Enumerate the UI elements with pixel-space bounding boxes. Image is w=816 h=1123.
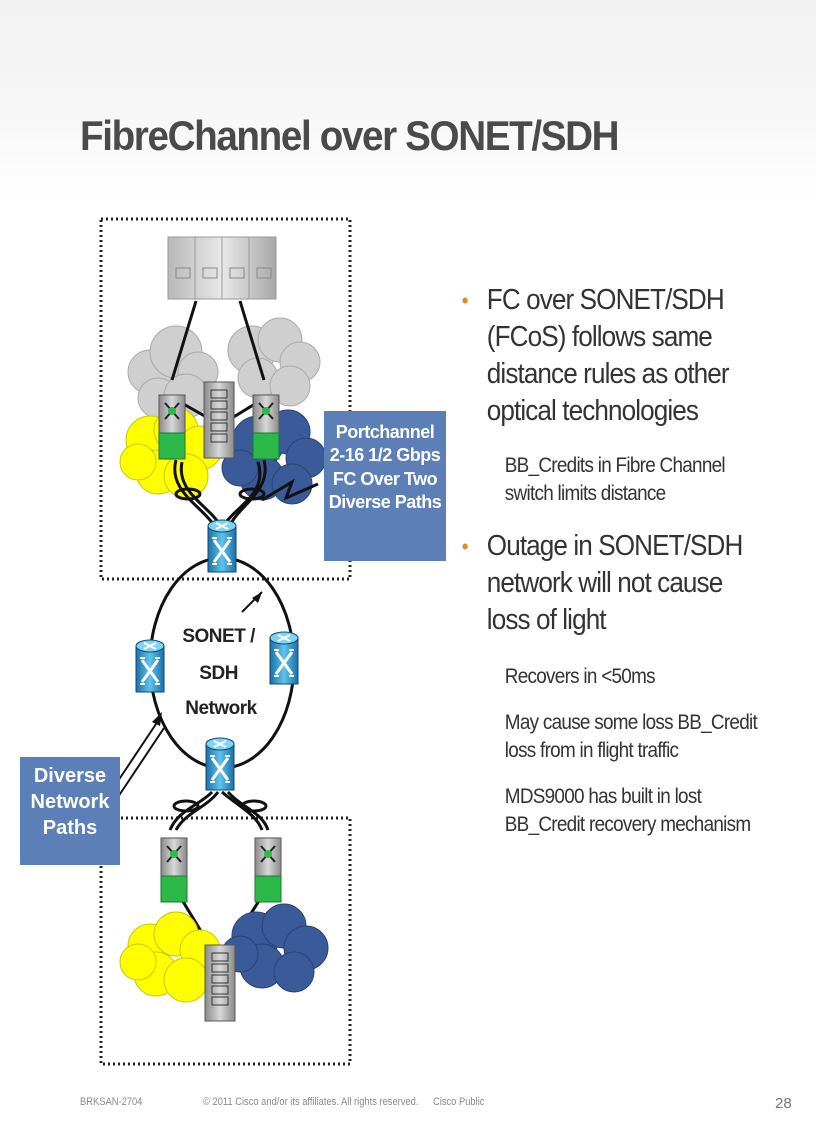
- callout-line: Diverse Paths: [328, 492, 442, 513]
- page-number: 28: [775, 1095, 792, 1112]
- ring-label-line: Network: [185, 698, 257, 719]
- header-band: [0, 0, 816, 205]
- site-b-boundary: [99, 816, 352, 1066]
- mds-switch-top-left-icon: [158, 394, 186, 460]
- bullet-line: distance rules as other: [486, 358, 730, 390]
- callout-line: Network: [30, 791, 110, 813]
- bullet-line: Outage in SONET/SDH: [486, 530, 744, 562]
- sub-bullet-line: loss from in flight traffic: [504, 739, 679, 762]
- sonet-adm-router-top-icon: [206, 518, 238, 574]
- fabric-cloud-grey-right-icon: [227, 317, 321, 407]
- bullet-item: • FC over SONET/SDH (FCoS) follows same …: [458, 282, 773, 430]
- sub-bullet: Recovers in <50ms: [458, 663, 773, 691]
- mds-switch-bottom-left-icon: [160, 837, 188, 903]
- mds-switch-bottom-right-icon: [254, 837, 282, 903]
- sub-bullet: May cause some loss BB_Credit loss from …: [458, 709, 773, 765]
- footer-session: BRKSAN-2704: [80, 1096, 143, 1108]
- bullet-line: network will not cause: [486, 567, 723, 599]
- callout-line: Diverse: [33, 765, 107, 787]
- sub-bullet: MDS9000 has built in lost BB_Credit reco…: [458, 783, 773, 839]
- bullet-list: • FC over SONET/SDH (FCoS) follows same …: [458, 282, 808, 839]
- callout-line: FC Over Two: [332, 468, 438, 489]
- callout-line: Paths: [42, 817, 98, 839]
- sub-bullet-line: BB_Credit recovery mechanism: [504, 813, 751, 836]
- bullet-dot-icon: •: [461, 534, 469, 559]
- bullet-dot-icon: •: [461, 288, 469, 313]
- callout-line: Portchannel: [335, 422, 435, 442]
- sonet-adm-router-right-icon: [268, 630, 300, 686]
- bullet-line: loss of light: [486, 604, 607, 636]
- ring-label-line: SONET /: [182, 626, 256, 647]
- callout-line: 2-16 1/2 Gbps: [329, 445, 441, 466]
- footer-classification: Cisco Public: [433, 1096, 485, 1108]
- sub-bullet-line: switch limits distance: [504, 482, 666, 505]
- diverse-paths-callout: Diverse Network Paths: [20, 757, 120, 865]
- bullet-line: optical technologies: [486, 395, 699, 427]
- diverse-path-arrows: [111, 717, 165, 801]
- fabric-cloud-blue-bottom-icon: [221, 903, 329, 993]
- sub-bullet-line: May cause some loss BB_Credit: [504, 711, 758, 734]
- bullet-line: FC over SONET/SDH: [486, 284, 725, 316]
- mds-switch-top-right-icon: [252, 394, 280, 460]
- disk-array-bottom-icon: [204, 944, 236, 1022]
- page-title: FibreChannel over SONET/SDH: [80, 112, 620, 159]
- ring-label: SONET / SDH Network: [182, 626, 259, 719]
- bullet-item: • Outage in SONET/SDH network will not c…: [458, 528, 773, 639]
- portchannel-callout: Portchannel 2-16 1/2 Gbps FC Over Two Di…: [324, 411, 446, 561]
- sub-bullet-line: BB_Credits in Fibre Channel: [504, 454, 726, 477]
- storage-array-icon: [167, 236, 277, 300]
- sub-bullet-line: MDS9000 has built in lost: [504, 785, 702, 808]
- sub-bullet-line: Recovers in <50ms: [504, 665, 656, 688]
- ring-label-line: SDH: [199, 663, 238, 684]
- bullet-line: (FCoS) follows same: [486, 321, 713, 353]
- footer-copyright: © 2011 Cisco and/or its affiliates. All …: [203, 1096, 419, 1108]
- sonet-adm-router-left-icon: [134, 638, 166, 694]
- sonet-adm-router-bottom-icon: [204, 736, 236, 792]
- sub-bullet: BB_Credits in Fibre Channel switch limit…: [458, 452, 773, 508]
- disk-array-top-icon: [203, 381, 235, 459]
